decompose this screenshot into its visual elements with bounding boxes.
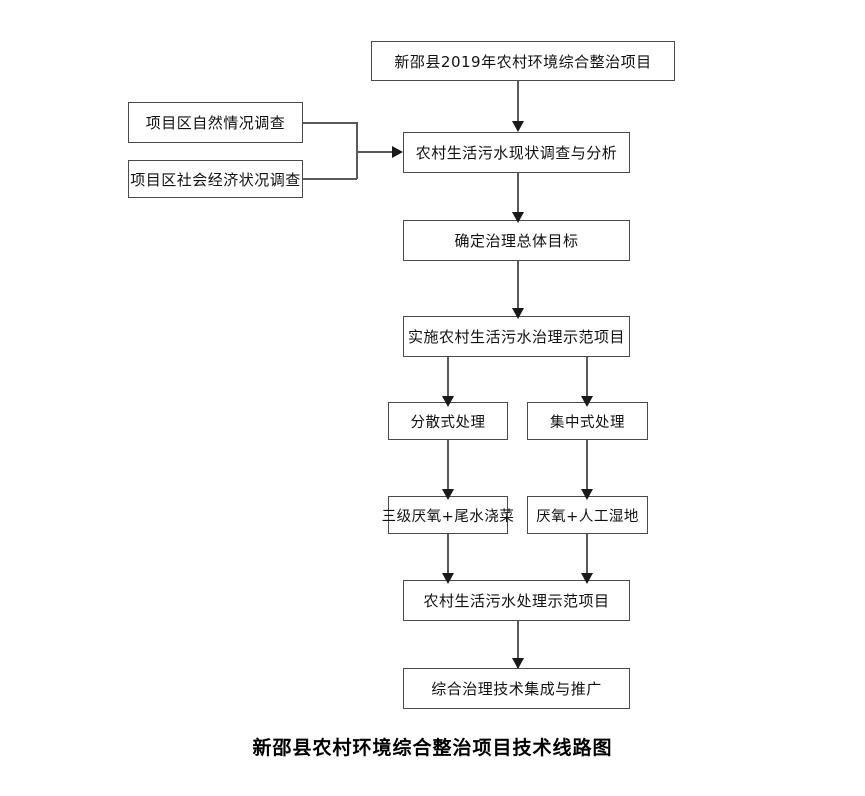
connector-title-to-survey xyxy=(517,81,519,123)
figure-caption: 新邵县农村环境综合整治项目技术线路图 xyxy=(252,737,613,759)
arrowhead-goal-to-demo xyxy=(512,308,524,319)
connector-demo-to-centralized xyxy=(586,357,588,403)
node-wastewater-survey-analysis: 农村生活污水现状调查与分析 xyxy=(403,132,630,173)
connector-tech-right-to-outcome xyxy=(586,534,588,580)
arrowhead-tech-right-to-outcome xyxy=(581,573,593,584)
connector-tech-left-to-outcome xyxy=(447,534,449,580)
arrowhead-demo-to-centralized xyxy=(581,396,593,407)
node-decentralized-treatment: 分散式处理 xyxy=(388,402,508,440)
node-project-title: 新邵县2019年农村环境综合整治项目 xyxy=(371,41,675,81)
arrowhead-title-to-survey xyxy=(512,121,524,132)
connector-input2-right xyxy=(302,178,357,180)
arrowhead-inputs-to-survey xyxy=(392,146,403,158)
connector-inputs-merge-vertical xyxy=(356,122,358,179)
connector-decentralized-to-tech xyxy=(447,440,449,496)
arrowhead-decentralized-to-tech xyxy=(442,489,454,500)
node-integrated-tech-promotion: 综合治理技术集成与推广 xyxy=(403,668,630,709)
arrowhead-tech-left-to-outcome xyxy=(442,573,454,584)
connector-input1-right xyxy=(302,122,357,124)
arrowhead-outcome1-to-outcome2 xyxy=(512,658,524,669)
connector-survey-to-goal xyxy=(517,173,519,214)
node-tech-anaerobic-wetland: 厌氧+人工湿地 xyxy=(527,496,648,534)
connector-outcome1-to-outcome2 xyxy=(517,621,519,668)
arrowhead-survey-to-goal xyxy=(512,212,524,223)
arrowhead-demo-to-decentralized xyxy=(442,396,454,407)
node-socioeconomic-survey: 项目区社会经济状况调查 xyxy=(128,160,303,198)
connector-demo-to-decentralized xyxy=(447,357,449,403)
node-centralized-treatment: 集中式处理 xyxy=(527,402,648,440)
arrowhead-centralized-to-tech xyxy=(581,489,593,500)
node-tech-three-stage-anaerobic: 三级厌氧+尾水浇菜 xyxy=(382,496,514,534)
connector-centralized-to-tech xyxy=(586,440,588,496)
node-implement-demo-project: 实施农村生活污水治理示范项目 xyxy=(403,316,630,357)
connector-inputs-to-survey xyxy=(356,151,394,153)
connector-goal-to-demo xyxy=(517,261,519,311)
node-wastewater-treatment-demo-project: 农村生活污水处理示范项目 xyxy=(403,580,630,621)
node-overall-treatment-goal: 确定治理总体目标 xyxy=(403,220,630,261)
node-natural-condition-survey: 项目区自然情况调查 xyxy=(128,102,303,143)
